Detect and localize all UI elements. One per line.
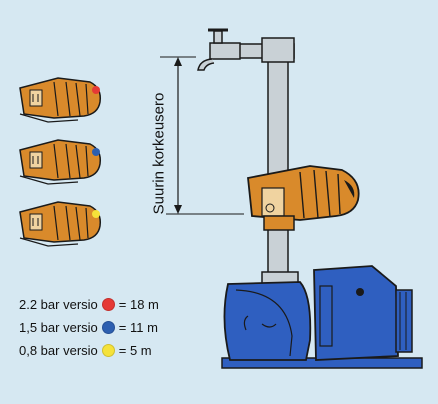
- legend-value: = 11 m: [118, 320, 158, 335]
- legend-row-red: 2.2 bar versio = 18 m: [19, 297, 159, 312]
- pipe-vertical: [267, 51, 289, 285]
- legend-version: 0,8 bar versio: [19, 343, 98, 358]
- height-label: Suurin korkeusero: [150, 92, 168, 215]
- pressure-switch-icon-red: [19, 77, 102, 123]
- legend-version: 1,5 bar versio: [19, 320, 98, 335]
- dimension-arrow-icon: [160, 56, 244, 215]
- legend-value: = 5 m: [118, 343, 152, 358]
- legend-row-yellow: 0,8 bar versio = 5 m: [19, 343, 152, 358]
- pressure-switch-icon-yellow: [19, 201, 102, 247]
- pressure-switch-main: [247, 165, 360, 231]
- legend-version: 2.2 bar versio: [19, 297, 98, 312]
- yellow-dot-icon: [101, 344, 115, 357]
- legend-value: = 18 m: [118, 297, 159, 312]
- red-dot-icon: [101, 298, 115, 311]
- faucet-icon: [197, 28, 241, 71]
- pressure-switch-icon-blue: [19, 139, 102, 185]
- pump-icon: [221, 265, 423, 369]
- blue-dot-icon: [101, 321, 115, 334]
- legend-row-blue: 1,5 bar versio = 11 m: [19, 320, 158, 335]
